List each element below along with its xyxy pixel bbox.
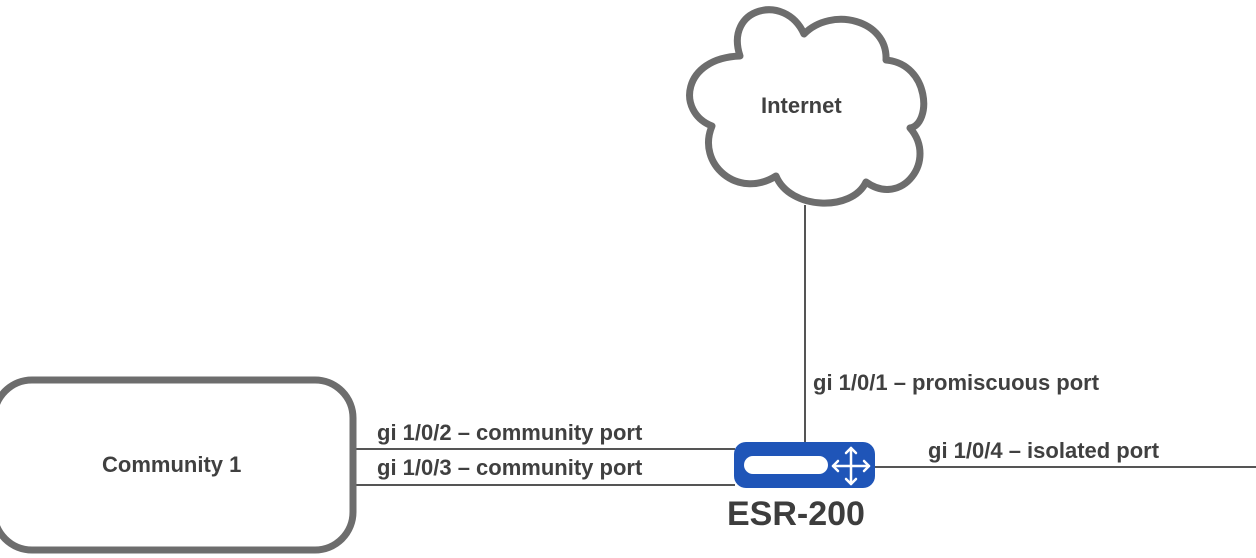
community-a-port-label: gi 1/0/2 – community port bbox=[377, 420, 643, 445]
router-icon bbox=[831, 446, 871, 486]
router-device bbox=[734, 442, 875, 488]
community-box bbox=[0, 376, 357, 554]
community-label: Community 1 bbox=[102, 452, 242, 477]
uplink-port-label: gi 1/0/1 – promiscuous port bbox=[813, 370, 1100, 395]
router-label: ESR-200 bbox=[727, 495, 865, 533]
router-slot bbox=[744, 456, 828, 474]
internet-cloud bbox=[686, 6, 928, 207]
community-b-port-label: gi 1/0/3 – community port bbox=[377, 455, 643, 480]
internet-label: Internet bbox=[761, 93, 842, 118]
isolated-port-label: gi 1/0/4 – isolated port bbox=[928, 438, 1160, 463]
